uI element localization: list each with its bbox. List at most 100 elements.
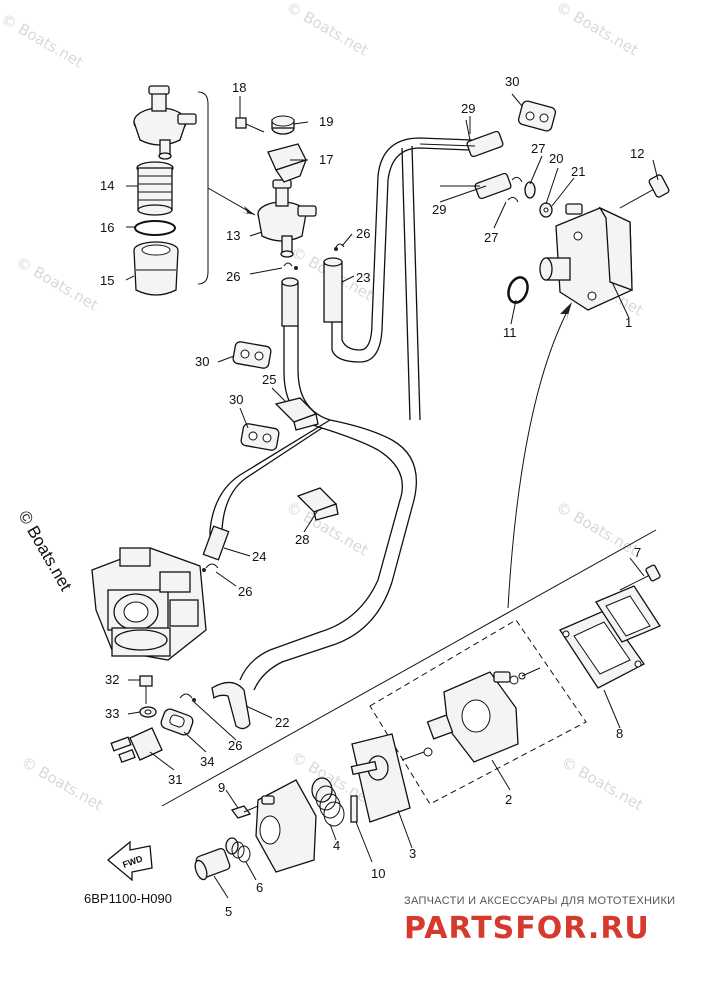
- callout-3: 3: [409, 846, 416, 861]
- fwd-arrow: FWD: [106, 840, 153, 882]
- fuel-joint-part-13: [257, 179, 317, 258]
- hose-clip-part-30-low: [240, 423, 280, 451]
- callout-32: 32: [105, 672, 119, 687]
- callout-23: 23: [356, 270, 370, 285]
- callout-8: 8: [616, 726, 623, 741]
- callout-27: 27: [484, 230, 498, 245]
- hose-clip-part-30-mid: [232, 341, 272, 369]
- screw-part-7: [619, 564, 661, 591]
- callout-9: 9: [218, 780, 225, 795]
- watermark: © Boats.net: [558, 753, 646, 814]
- bolt-part-18: [235, 117, 265, 133]
- watermark: © Boats.net: [18, 753, 106, 814]
- hose-part-22: [211, 681, 251, 730]
- callout-20: 20: [549, 151, 563, 166]
- shop-branding: ЗАПЧАСТИ И АКСЕССУАРЫ ДЛЯ МОТОТЕХНИКИ PA…: [404, 895, 675, 946]
- callout-10: 10: [371, 866, 385, 881]
- carburetor-watermark: © Boats.net: [15, 508, 76, 595]
- callout-14: 14: [100, 178, 114, 193]
- callout-30: 30: [229, 392, 243, 407]
- shop-tagline: ЗАПЧАСТИ И АКСЕССУАРЫ ДЛЯ МОТОТЕХНИКИ: [404, 895, 675, 907]
- filter-element-part-14: [136, 161, 174, 216]
- bolt-part-12: [619, 174, 670, 209]
- fuel-joint-exploded: [133, 85, 197, 160]
- nut-part-19: [271, 115, 295, 135]
- callout-4: 4: [333, 838, 340, 853]
- callout-11: 11: [503, 325, 517, 340]
- filter-cup-part-15: [133, 241, 179, 296]
- callout-28: 28: [295, 532, 309, 547]
- callout-1: 1: [625, 315, 632, 330]
- callout-25: 25: [262, 372, 276, 387]
- callouts: 1 2 3 4 5 6 7 8 9 10 11 12 13 14 15 16 1…: [100, 74, 644, 919]
- callout-29: 29: [461, 101, 475, 116]
- gasket-part-34: [160, 708, 194, 736]
- fuel-hose-route: [209, 137, 473, 691]
- o-ring-part-11: [507, 276, 529, 304]
- spring-part-6: [225, 837, 251, 863]
- pin-part-10: [350, 795, 358, 823]
- pump-assy-part-2-group: [369, 619, 587, 805]
- hose-part-23: [281, 257, 343, 327]
- o-ring-part-16: [134, 220, 176, 236]
- assembly-arrow: [507, 302, 572, 609]
- clip-part-26: [283, 243, 345, 270]
- clip-part-26: [202, 563, 219, 572]
- engine-plate-outline: [161, 529, 657, 807]
- callout-22: 22: [275, 715, 289, 730]
- callout-34: 34: [200, 754, 214, 769]
- washer-part-33: [139, 706, 157, 718]
- carburetor: [91, 547, 207, 661]
- hose-part-29: [419, 119, 512, 200]
- watermark: © Boats.net: [553, 0, 641, 59]
- callout-19: 19: [319, 114, 333, 129]
- watermark: © Boats.net: [0, 10, 86, 71]
- callout-31: 31: [168, 772, 182, 787]
- bracket-part-17: [267, 143, 308, 183]
- nipple-part-31: [110, 727, 163, 763]
- callout-6: 6: [256, 880, 263, 895]
- bolt-part-32: [139, 675, 153, 704]
- watermark: © Boats.net: [13, 253, 101, 314]
- watermark: © Boats.net: [283, 0, 371, 59]
- callout-12: 12: [630, 146, 644, 161]
- callout-16: 16: [100, 220, 114, 235]
- diaphragm-part-3: [350, 733, 411, 823]
- hose-clamp-part-25: [274, 397, 319, 431]
- callout-26: 26: [356, 226, 370, 241]
- leader-lines: [125, 93, 659, 899]
- callout-26: 26: [226, 269, 240, 284]
- callout-24: 24: [252, 549, 266, 564]
- callout-30: 30: [195, 354, 209, 369]
- plunger-part-5: [194, 848, 231, 881]
- shop-logo: PARTSFOR.RU: [404, 911, 650, 946]
- pump-cover: [255, 779, 317, 873]
- gasket-part-8-outer: [595, 585, 661, 643]
- diagram-code: 6BP1100-H090: [84, 891, 172, 906]
- callout-2: 2: [505, 792, 512, 807]
- pump-body: [401, 667, 541, 763]
- hose-clamp-part-28: [296, 487, 339, 521]
- nut-part-9: [230, 805, 259, 819]
- callout-21: 21: [571, 164, 585, 179]
- inset-bracket: [197, 91, 256, 285]
- spring-part-4: [311, 777, 345, 827]
- gasket-part-8: [559, 609, 645, 689]
- callout-13: 13: [226, 228, 240, 243]
- callout-30: 30: [505, 74, 519, 89]
- callout-17: 17: [319, 152, 333, 167]
- callout-27: 27: [531, 141, 545, 156]
- hose-clip-part-30-top: [517, 100, 557, 132]
- callout-33: 33: [105, 706, 119, 721]
- callout-26: 26: [238, 584, 252, 599]
- callout-7: 7: [634, 545, 641, 560]
- clip-part-26: [179, 693, 196, 702]
- watermark: © Boats.net: [553, 498, 641, 559]
- callout-15: 15: [100, 273, 114, 288]
- callout-5: 5: [225, 904, 232, 919]
- callout-26: 26: [228, 738, 242, 753]
- hose-part-24: [202, 525, 230, 561]
- callout-18: 18: [232, 80, 246, 95]
